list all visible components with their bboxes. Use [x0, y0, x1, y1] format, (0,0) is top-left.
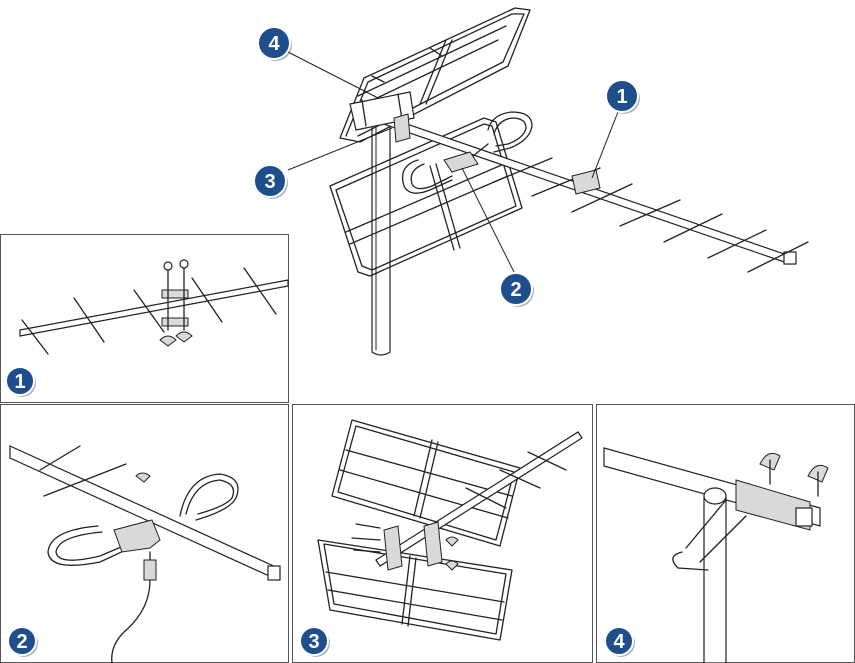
- panel-label-3: 3: [308, 631, 319, 653]
- panel-label-4: 4: [613, 631, 625, 653]
- panel-2-boom-and-dipole: [9, 445, 281, 663]
- mast: [371, 119, 391, 356]
- callout-label-3: 3: [264, 171, 275, 193]
- panel-2-badge: 2: [7, 626, 38, 657]
- callout-badge-3: 3: [253, 164, 288, 199]
- callout-badge-2: 2: [499, 272, 534, 307]
- panel-4-boom-and-ubolt: [603, 447, 829, 663]
- detail-panel-3: 3: [292, 404, 593, 663]
- callout-badge-4: 4: [257, 26, 292, 61]
- dipole-loop: [401, 111, 533, 194]
- panel-3-badge: 3: [299, 626, 330, 657]
- detail-panel-2: 2: [0, 404, 289, 663]
- mast-clamp: [349, 91, 601, 195]
- callout-label-4: 4: [268, 33, 280, 55]
- callout-badge-1: 1: [605, 79, 640, 114]
- callout-label-2: 2: [510, 279, 521, 301]
- panel-1-badge: 1: [5, 366, 36, 397]
- panel-label-2: 2: [16, 631, 27, 653]
- panel-3-boom-and-clamp: [351, 431, 583, 571]
- detail-panel-1: 1: [0, 234, 289, 403]
- main-antenna-illustration: [287, 7, 809, 356]
- panel-4-badge: 4: [604, 626, 635, 657]
- callout-label-1: 1: [616, 86, 627, 108]
- lower-reflector: [329, 117, 523, 277]
- leader-lines: [287, 51, 619, 277]
- detail-panel-4: 4: [596, 404, 855, 663]
- panel-1-boom-and-directors: [19, 259, 289, 355]
- panel-label-1: 1: [14, 371, 25, 393]
